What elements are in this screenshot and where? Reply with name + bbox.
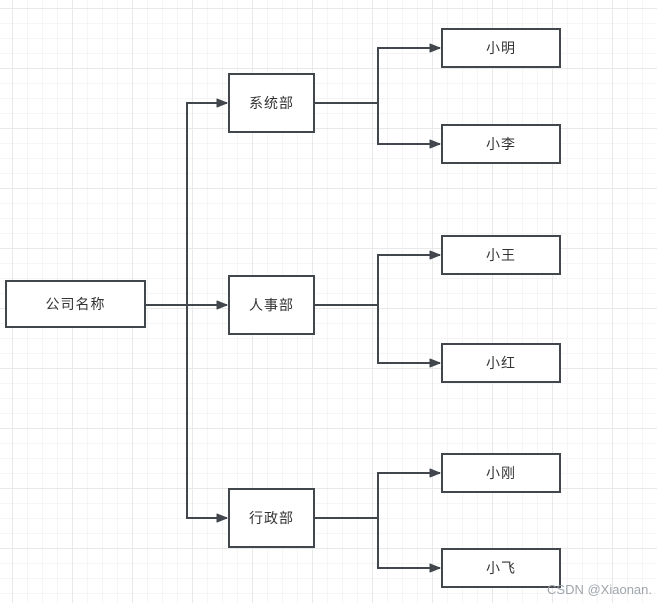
node-emp-xiaoli[interactable]: 小李 (441, 124, 561, 164)
node-company[interactable]: 公司名称 (5, 280, 146, 328)
node-dept-hr-label: 人事部 (249, 297, 294, 313)
edge-hr-to-xiaowang (377, 250, 441, 305)
edge-hr-to-xiaohong (377, 305, 441, 368)
edge-company-to-admin (186, 305, 228, 523)
node-emp-xiaogang[interactable]: 小刚 (441, 453, 561, 493)
edge-admin-to-xiaofei (377, 518, 441, 573)
watermark: CSDN @Xiaonan. (547, 582, 652, 597)
node-dept-admin[interactable]: 行政部 (228, 488, 315, 548)
node-dept-system[interactable]: 系统部 (228, 73, 315, 133)
edge-company-to-system (186, 98, 228, 305)
node-dept-admin-label: 行政部 (249, 510, 294, 526)
node-emp-xiaohong[interactable]: 小红 (441, 343, 561, 383)
node-emp-xiaofei-label: 小飞 (486, 560, 516, 576)
node-company-label: 公司名称 (45, 296, 106, 312)
node-emp-xiaoming-label: 小明 (486, 40, 516, 56)
node-dept-system-label: 系统部 (249, 95, 294, 111)
node-emp-xiaogang-label: 小刚 (486, 465, 516, 481)
node-emp-xiaofei[interactable]: 小飞 (441, 548, 561, 588)
node-dept-hr[interactable]: 人事部 (228, 275, 315, 335)
node-emp-xiaohong-label: 小红 (486, 355, 516, 371)
node-emp-xiaoli-label: 小李 (486, 136, 516, 152)
edge-system-to-xiaoming (377, 43, 441, 103)
edge-system-to-xiaoli (377, 103, 441, 149)
node-emp-xiaowang-label: 小王 (486, 247, 516, 263)
node-emp-xiaoming[interactable]: 小明 (441, 28, 561, 68)
edge-admin-to-xiaogang (377, 468, 441, 518)
node-emp-xiaowang[interactable]: 小王 (441, 235, 561, 275)
